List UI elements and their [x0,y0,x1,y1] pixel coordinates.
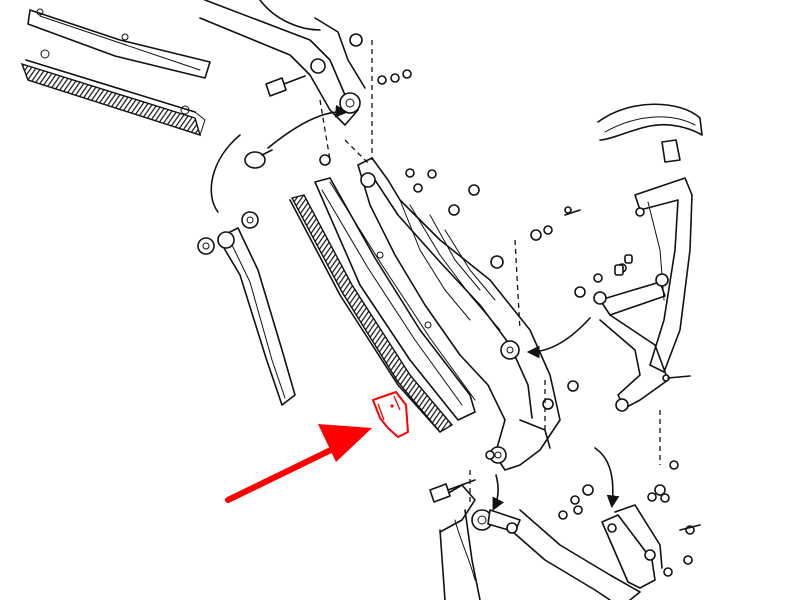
upper-frame-rail [27,8,211,79]
bolt-lower [429,474,505,511]
bolt-upper [265,75,306,97]
right-hinge-linkage [574,177,693,412]
knob-upper-left [244,149,331,169]
highlighted-clip-inner [377,395,401,421]
lower-right-bracket [601,504,701,589]
main-channel-rail [314,177,476,421]
dashed-guides [371,40,546,505]
washers-upper-right [377,69,412,85]
curved-arrow-left [210,134,241,213]
main-hinge-frame [357,157,561,471]
highlighted-clip [372,391,409,438]
lower-body-bar [504,509,641,600]
red-callout-arrow [225,424,372,503]
highlighted-clip-outline [372,391,409,438]
front-seal-strip [20,49,206,137]
small-fasteners-cluster [405,168,581,410]
left-link-arm [197,211,296,406]
lower-right-parts [558,410,679,520]
right-upper-tube [597,103,703,163]
lower-post [439,484,521,600]
main-seal-strip [289,194,454,433]
upper-hinge-bracket [199,0,366,126]
misc-small-parts [485,254,633,460]
curved-arrow-right [526,317,591,359]
